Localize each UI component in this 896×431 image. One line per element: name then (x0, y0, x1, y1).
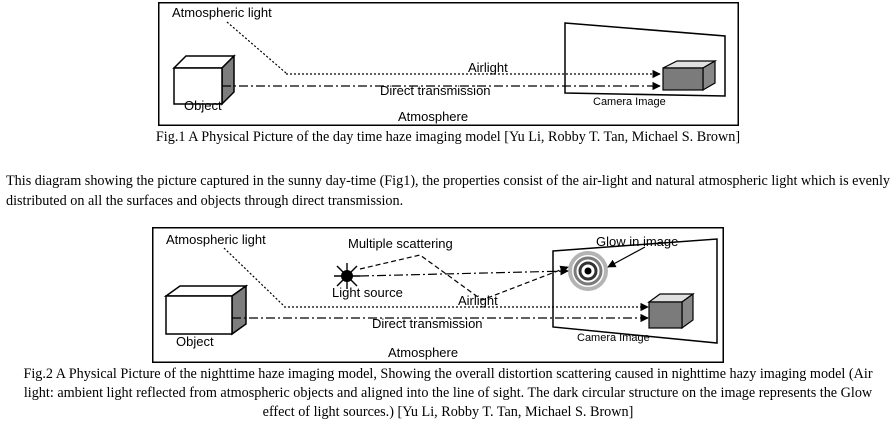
light-source-direct-ray (359, 266, 569, 277)
figure-1-caption: Fig.1 A Physical Picture of the day time… (155, 129, 741, 145)
label-camera-image: Camera Image (593, 96, 666, 108)
multiple-scattering-path (359, 254, 569, 301)
label-atmospheric-light: Atmospheric light (172, 5, 272, 20)
figure-1-diagram: Atmospheric light Airlight Direct transm… (158, 2, 739, 126)
object-cube (163, 284, 249, 336)
label-airlight: Airlight (468, 60, 508, 75)
label-object: Object (176, 334, 214, 349)
label-glow-in-image: Glow in image (596, 234, 678, 249)
label-object: Object (184, 98, 222, 113)
figure-2-caption: Fig.2 A Physical Picture of the nighttim… (23, 366, 873, 420)
label-direct-transmission: Direct transmission (380, 83, 491, 98)
glow-pointer-arrow (607, 246, 646, 268)
object-cube (172, 54, 236, 106)
label-direct-transmission: Direct transmission (372, 316, 483, 331)
label-multiple-scattering: Multiple scattering (348, 236, 453, 251)
body-paragraph: This diagram showing the picture capture… (6, 173, 890, 209)
label-atmosphere: Atmosphere (388, 345, 458, 360)
light-source-icon (334, 263, 360, 289)
label-light-source: Light source (332, 285, 403, 300)
glow-effect-rings (568, 251, 608, 291)
atmospheric-light-ray (223, 247, 285, 307)
image-cube (662, 59, 718, 92)
label-airlight: Airlight (458, 293, 498, 308)
label-atmospheric-light: Atmospheric light (166, 232, 266, 247)
figure-2-diagram: Atmospheric light Multiple scattering Gl… (152, 227, 724, 363)
label-camera-image: Camera Image (577, 332, 650, 344)
image-cube (647, 292, 695, 330)
label-atmosphere: Atmosphere (398, 109, 468, 124)
atmospheric-light-ray (226, 21, 287, 74)
